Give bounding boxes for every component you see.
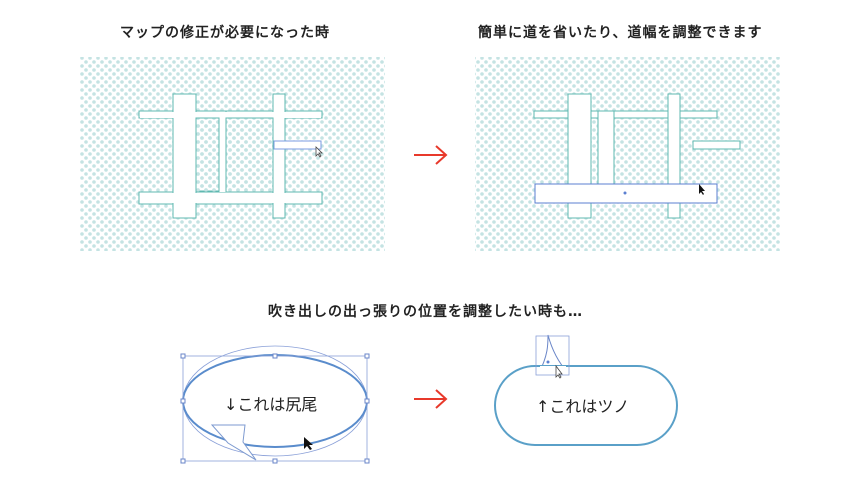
map-before bbox=[80, 57, 385, 251]
balloon-horn bbox=[494, 334, 678, 446]
arrow-icon bbox=[414, 389, 448, 409]
balloon-left-text: ↓これは尻尾 bbox=[224, 395, 318, 414]
balloon-tail bbox=[180, 345, 370, 464]
selected-road[interactable] bbox=[273, 140, 322, 150]
map-after bbox=[475, 57, 780, 251]
cursor-icon bbox=[555, 364, 563, 379]
arrow-icon bbox=[414, 145, 448, 165]
cursor-icon bbox=[699, 184, 705, 195]
title-after: 簡単に道を省いたり、道幅を調整できます bbox=[478, 25, 763, 41]
cursor-icon bbox=[315, 146, 323, 158]
title-balloon: 吹き出しの出っ張りの位置を調整したい時も… bbox=[268, 304, 583, 320]
balloon-right-text: ↑これはツノ bbox=[536, 397, 630, 416]
cursor-icon bbox=[304, 437, 313, 450]
title-before: マップの修正が必要になった時 bbox=[120, 25, 330, 41]
